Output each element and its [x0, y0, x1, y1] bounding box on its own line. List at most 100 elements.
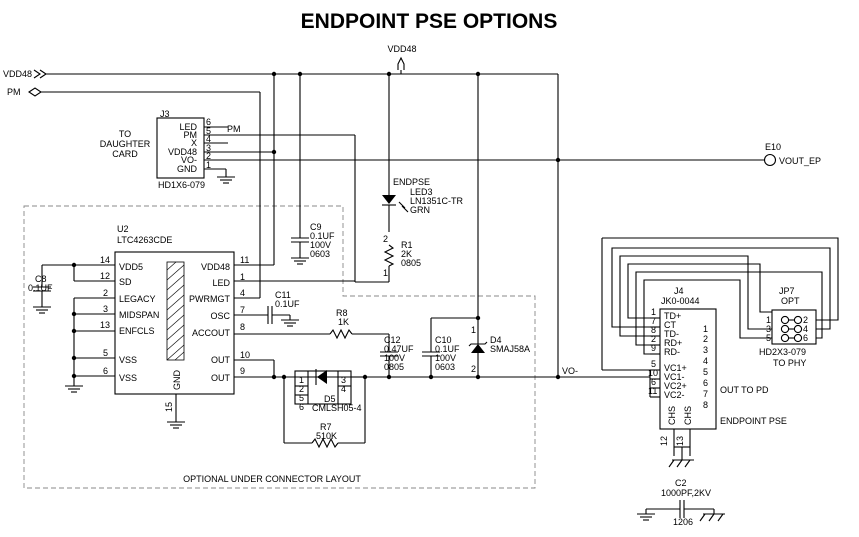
to-daughter-card-line1: TO — [119, 129, 131, 139]
junction — [71, 328, 77, 334]
jp7-opt: OPT — [781, 296, 800, 306]
j4-right-num-8: 8 — [703, 400, 708, 410]
r7-ref: R7 — [320, 422, 332, 432]
junction — [386, 374, 392, 380]
u2-pin-gnd: GND — [172, 370, 182, 391]
r1-ref: R1 — [401, 240, 413, 250]
j4-right-num-7: 7 — [703, 389, 708, 399]
c9-value: 0.1UF — [310, 231, 335, 241]
r7-value: 510K — [316, 431, 337, 441]
junction — [71, 262, 77, 268]
u2-pinnum-4: 4 — [240, 288, 245, 298]
capacitor-c11: C11 0.1UF — [234, 290, 300, 327]
j4-right-num-6: 6 — [703, 378, 708, 388]
pm-left-label: PM — [7, 87, 21, 97]
j4-pin-tdm: TD- — [664, 329, 679, 339]
r8-value: 1K — [338, 317, 349, 327]
j4-pin-ct: CT — [664, 320, 676, 330]
diode-d5: 1 2 5 6 3 4 D5 CMLSH05-4 — [294, 369, 365, 413]
e10-ref: E10 — [765, 142, 781, 152]
junction — [475, 315, 481, 321]
d5-pin6: 6 — [299, 402, 304, 412]
led3: ENDPSE LED3 LN1351C-TR GRN — [382, 170, 464, 232]
r8-ref: R8 — [336, 308, 348, 318]
j4-part: JK0-0044 — [661, 296, 700, 306]
j3-pin-label-vdd48: VDD48 — [168, 147, 197, 157]
j4-right-num-5: 5 — [703, 367, 708, 377]
d5-pin4: 4 — [341, 384, 346, 394]
u2-pinnum-3: 3 — [103, 304, 108, 314]
u2-ref: U2 — [117, 224, 129, 234]
jp7-to-phy: TO PHY — [773, 358, 806, 368]
led3-color: GRN — [410, 205, 430, 215]
j4-pinnum-6: 6 — [651, 377, 656, 387]
vdd48-left-port: VDD48 — [3, 69, 558, 79]
u2-thermal-pad — [166, 261, 185, 361]
u2-pinnum-7: 7 — [240, 305, 245, 315]
c9-voltage: 100V — [310, 240, 331, 250]
jp7-pin-1: 1 — [766, 315, 771, 325]
u2-pin-vdd5: VDD5 — [119, 262, 143, 272]
j4-pinnum-8: 8 — [651, 325, 656, 335]
j4-chs-2: CHS — [683, 406, 693, 425]
r1-pin2: 2 — [383, 234, 388, 244]
e10-testpoint: E10 VOUT_EP — [763, 142, 821, 167]
j4-pin-vc1p: VC1+ — [664, 363, 687, 373]
j3-pin-label-led: LED — [179, 122, 197, 132]
j3-pm-wire-label: PM — [227, 124, 241, 134]
junction — [362, 374, 368, 380]
j4-pin-tdp: TD+ — [664, 311, 681, 321]
junction — [271, 149, 277, 155]
d5-part: CMLSH05-4 — [312, 403, 362, 413]
junction — [281, 374, 287, 380]
u2-pin-enfcls: ENFCLS — [119, 326, 155, 336]
junction — [71, 311, 77, 317]
j3-pin-label-x: X — [191, 138, 197, 148]
u2-pin-midspan: MIDSPAN — [119, 310, 159, 320]
optional-layout-label: OPTIONAL UNDER CONNECTOR LAYOUT — [183, 474, 361, 484]
u2-pin-sd: SD — [119, 277, 132, 287]
j4-out-to-pd: OUT TO PD — [720, 385, 769, 395]
c12-size: 0805 — [384, 362, 404, 372]
j3-pin-label-gnd: GND — [177, 164, 198, 174]
j4-pin-vc2p: VC2+ — [664, 381, 687, 391]
vdd48-top-label: VDD48 — [387, 44, 416, 54]
capacitor-c9: C9 0.1UF 100V 0603 — [291, 222, 335, 265]
j4-pinnum-5: 5 — [651, 359, 656, 369]
j3-ref: J3 — [160, 109, 170, 119]
c10-value: 0.1UF — [435, 344, 460, 354]
d5-pin3: 3 — [341, 375, 346, 385]
u2-pinnum-9: 9 — [240, 366, 245, 376]
u2-pin-legacy: LEGACY — [119, 294, 156, 304]
j4-chs-num-12: 12 — [659, 436, 669, 446]
c10-size: 0603 — [435, 362, 455, 372]
c2-value: 1000PF,2KV — [661, 488, 711, 498]
j4-chs-num-13: 13 — [675, 436, 685, 446]
led3-name: ENDPSE — [393, 177, 430, 187]
jp7-pin-3: 3 — [766, 324, 771, 334]
to-daughter-card-line2: DAUGHTER — [100, 139, 151, 149]
junction — [271, 71, 277, 77]
vdd48-top-port: VDD48 — [387, 44, 417, 74]
resistor-r1: 2 1 R1 2K 0805 — [354, 135, 421, 283]
junction — [386, 71, 392, 77]
j4-connector: J4 JK0-0044 TD+ CT TD- RD+ RD- VC1+ VC1-… — [648, 286, 787, 446]
j4-pin-rdm: RD- — [664, 347, 680, 357]
d5-pin1: 1 — [299, 375, 304, 385]
u2-ic: U2 LTC4263CDE VDD5 SD LEGACY MIDSPAN ENF… — [100, 224, 250, 412]
u2-pinnum-14: 14 — [100, 255, 110, 265]
j4-pin-rdp: RD+ — [664, 338, 682, 348]
schematic-title: ENDPOINT PSE OPTIONS — [301, 10, 558, 33]
j4-pinnum-10: 10 — [648, 368, 658, 378]
u2-pin-osc: OSC — [210, 311, 230, 321]
u2-pin-out-9: OUT — [211, 373, 231, 383]
junction — [555, 374, 561, 380]
j3-pin-num-4: 4 — [206, 134, 211, 144]
u2-part: LTC4263CDE — [117, 235, 172, 245]
u2-pinnum-5: 5 — [103, 348, 108, 358]
j4-pin-vc2m: VC2- — [664, 390, 685, 400]
j4-right-num-1: 1 — [703, 324, 708, 334]
jp7-ref: JP7 — [779, 286, 795, 296]
d4-pin1: 1 — [471, 325, 476, 335]
